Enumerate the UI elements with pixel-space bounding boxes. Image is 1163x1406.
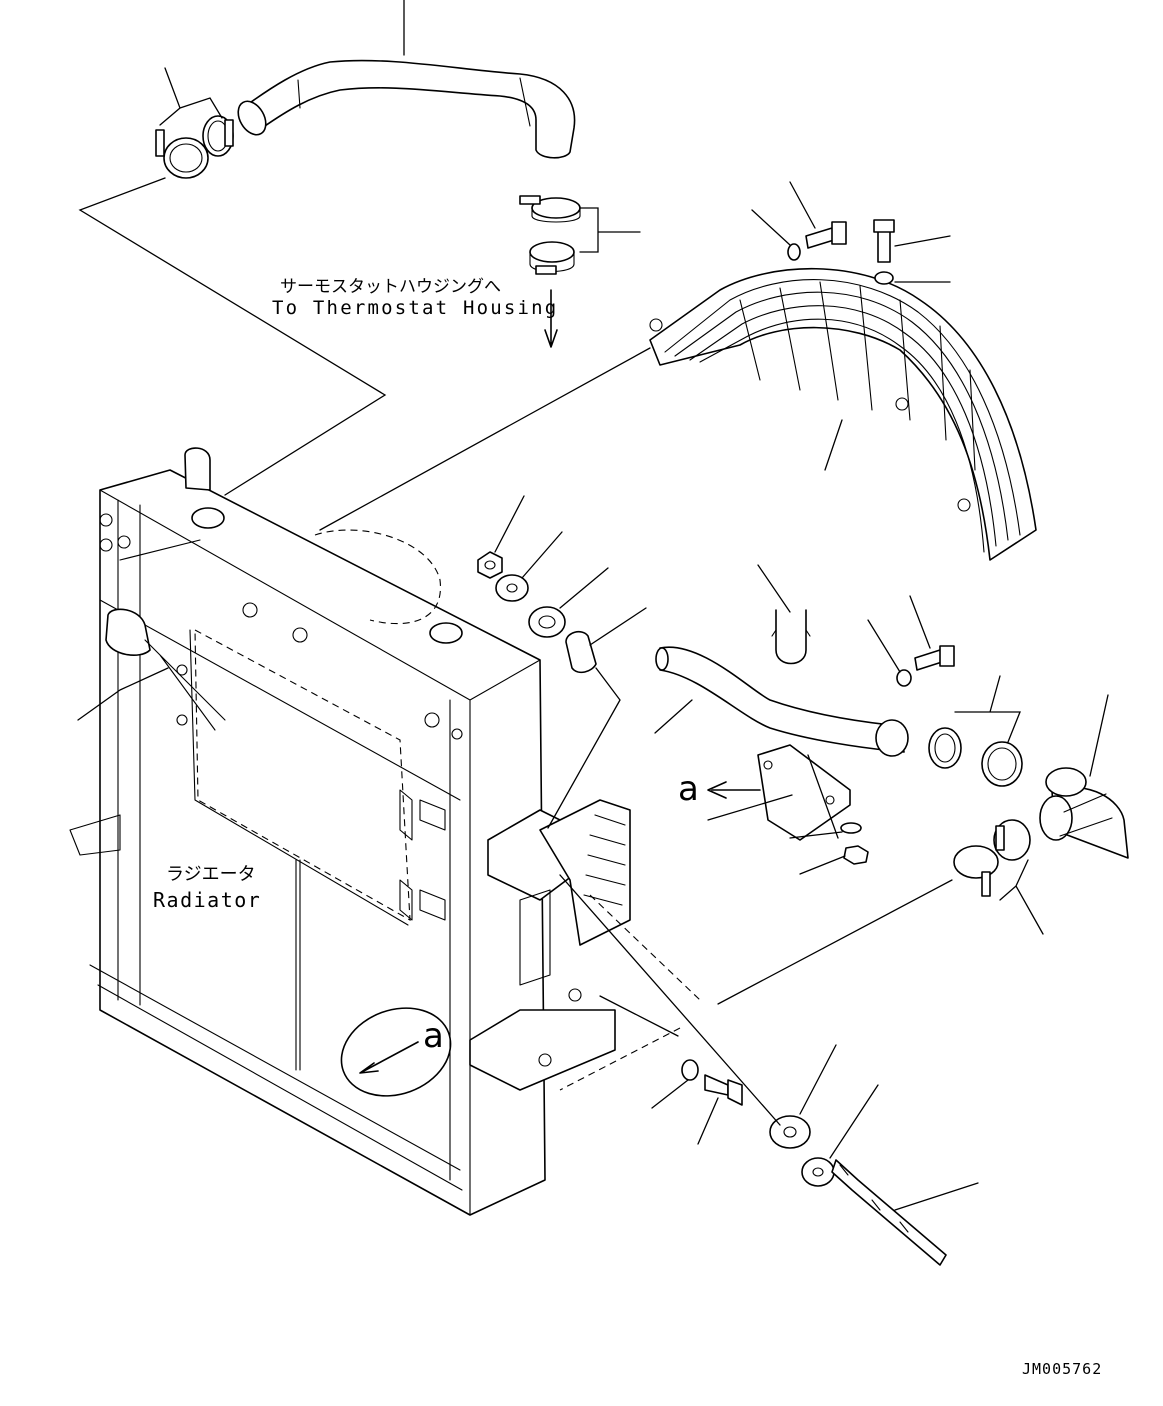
view-a-label: a (423, 1016, 444, 1056)
radiator-label-jp: ラジエータ (166, 864, 256, 885)
thermostat-label-en: To Thermostat Housing (272, 297, 558, 319)
lower-mount-hardware (681, 1059, 947, 1266)
thermostat-label-jp: サーモスタットハウジングへ (280, 277, 501, 297)
upper-hose-clamps (155, 115, 234, 179)
mid-hose-clamps (519, 195, 581, 275)
radiator-label-en: Radiator (153, 888, 261, 912)
tube-fasteners (840, 645, 955, 865)
tube-bracket: a (678, 744, 851, 841)
lower-tube (655, 609, 909, 757)
side-bracket (469, 799, 631, 1091)
upper-hose (237, 59, 576, 159)
right-hose (928, 727, 1129, 897)
drawing-number: JM005762 (1022, 1360, 1102, 1378)
view-a-ref-label: a (678, 769, 699, 809)
leader-lines (77, 0, 1109, 1211)
radiator-assembly (69, 447, 546, 1216)
thermostat-flow-arrow (544, 289, 558, 348)
mount-hardware (477, 551, 597, 674)
detail-a-callout: a (340, 1007, 452, 1097)
fan-guard (649, 267, 1037, 561)
guard-fasteners (787, 219, 895, 285)
